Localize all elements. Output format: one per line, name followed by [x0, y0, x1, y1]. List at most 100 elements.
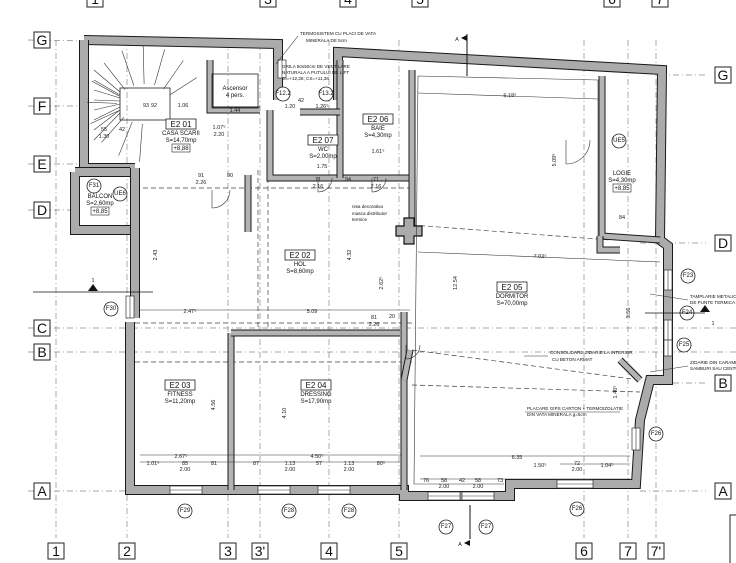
room-code: E2 01: [171, 120, 192, 129]
axis-box: [714, 482, 732, 500]
annotation-note: CU BETON ARMAT: [552, 357, 593, 362]
stair-step: [93, 79, 121, 96]
window-tag-f26: F26: [648, 426, 664, 442]
interior-wall: [598, 76, 661, 244]
grid-axis-left-C: C: [33, 319, 51, 337]
axis-box: [118, 542, 136, 560]
door-swing: [371, 177, 387, 193]
elevator-capacity: 4 pers.: [226, 93, 245, 99]
grid-axis-top-5: 5: [411, 0, 429, 8]
tag-circle: [648, 426, 664, 442]
annotation-note: MINERALA DE 5cm: [306, 38, 347, 43]
grid-axis-bottom-7: 7: [619, 542, 637, 560]
leader-line: [649, 365, 689, 373]
room-area: S=17,90mp: [301, 399, 333, 405]
tag-label: F27: [441, 524, 452, 530]
stair-step: [91, 80, 120, 97]
axis-box: [219, 542, 237, 560]
annotation-note: DE PUNTE TERMICA SI G: [690, 300, 736, 305]
grid-axis-bottom-7': 7': [647, 542, 665, 560]
window-tag-f31: F31: [86, 178, 102, 194]
grid-axis-top-4: 4: [339, 0, 357, 8]
tag-circle: [177, 503, 193, 519]
room-code: E2 05: [502, 283, 523, 292]
annotation-note: GRILA 50x50cm DE VENTILARE: [282, 64, 350, 69]
room-code-box: [300, 379, 332, 391]
stair-step: [93, 112, 121, 141]
floor-level: +8,85: [614, 186, 630, 192]
annotation-note: SAMBURI SAU CENTU: [690, 366, 736, 371]
dimensions: 5.18⁵5.092.47⁵7.03⁵6.354.50⁵2.67⁵4.564.1…: [99, 92, 661, 490]
exterior-wall-fill: [71, 168, 130, 234]
axis-label: 1: [91, 0, 99, 7]
room-area: S=2,60mp: [86, 201, 114, 207]
room-area: S=11,20mp: [165, 399, 196, 405]
axis-box: [259, 0, 277, 8]
grid-axis-bottom-6: 6: [575, 542, 593, 560]
grid-axis-right-A: A: [714, 482, 732, 500]
room-area: S=70,00mp: [497, 301, 529, 307]
axis-box: [47, 542, 65, 560]
dimension-line: [417, 251, 661, 263]
dimension-label: 7.03⁵: [533, 253, 546, 260]
room-name: WC: [318, 147, 329, 153]
axis-label: G: [718, 67, 729, 83]
annotation-note: CONSOLIDARE ZIDARIE LA INTERIOR: [550, 350, 633, 355]
interior-wall-fill: [207, 60, 260, 113]
grid-axis-bottom-1: 1: [47, 542, 65, 560]
section-marker: A: [455, 34, 468, 76]
dimension-label: 4.32: [347, 250, 353, 261]
tag-label: UE6: [114, 191, 126, 197]
dimension-label: 42: [459, 478, 465, 484]
axis-box: [619, 542, 637, 560]
room-code: E2 07: [313, 136, 334, 145]
dimension-label: 5.09⁵: [551, 154, 558, 167]
room-code-box: [307, 134, 339, 146]
axis-label: 5: [416, 0, 424, 7]
axis-box: [390, 542, 408, 560]
dimension-label: 4.50⁵: [311, 453, 324, 460]
grid-axis-left-A: A: [33, 482, 51, 500]
window-tag-f28: F28: [341, 503, 357, 519]
room-code: E2 04: [306, 381, 327, 390]
axis-label: 7: [656, 0, 664, 7]
axis-label: 2: [123, 543, 131, 559]
tag-label: F26: [572, 506, 583, 512]
exterior-wall-fill: [126, 47, 672, 500]
tag-label: F28: [344, 508, 355, 514]
room-name: BAIE: [371, 126, 385, 132]
axis-label: 3: [224, 543, 232, 559]
grid-axis-bottom-3: 3: [219, 542, 237, 560]
dimension-label: 2.00: [439, 484, 450, 490]
tag-circle: [676, 337, 692, 353]
room-name: BALCON: [88, 194, 113, 200]
tag-label: F30: [106, 306, 117, 312]
dimension-label: 80⁵: [377, 460, 385, 467]
tag-label: UE5: [613, 138, 625, 144]
level-box: [90, 206, 110, 216]
floor-level: +8,88: [173, 146, 189, 152]
axis-label: E: [37, 156, 46, 172]
tag-circle: [281, 503, 297, 519]
axis-box: [33, 343, 51, 361]
dimension-label: 12.54: [453, 276, 459, 290]
tag-label: F12.2: [275, 91, 291, 97]
dimension-label: 71: [373, 177, 379, 183]
annotation-note: TERMOSISTEM CU PLACI DE VATA: [300, 31, 377, 36]
axis-box: [33, 97, 51, 115]
grid-axis-top-3: 3: [259, 0, 277, 8]
axis-label: 3': [255, 543, 265, 559]
tag-circle: [680, 268, 696, 284]
axis-box: [714, 374, 732, 392]
dimension-label: 4.56: [211, 400, 217, 411]
hidden-line: [411, 349, 641, 381]
insulation-line: [413, 75, 599, 485]
room-area: S=4,30mp: [364, 133, 392, 139]
section-arrow: [88, 284, 98, 291]
